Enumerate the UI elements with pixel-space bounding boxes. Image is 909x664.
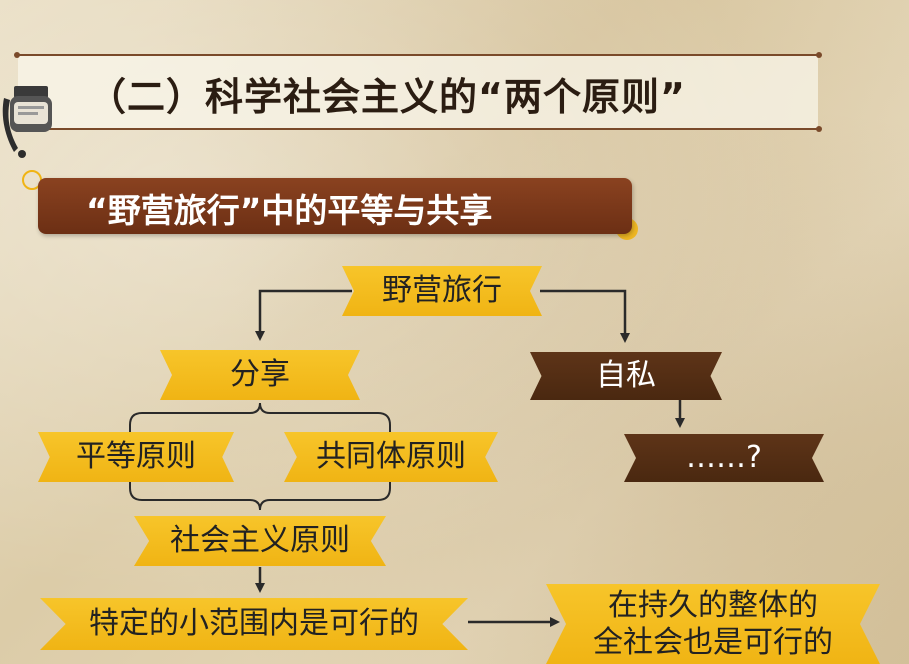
ink-bottle-icon bbox=[2, 86, 52, 158]
node-unknown: ……? bbox=[624, 434, 824, 482]
node-equality: 平等原则 bbox=[38, 432, 234, 482]
node-feasible-small: 特定的小范围内是可行的 bbox=[40, 598, 468, 650]
node-feasible-whole-line2: 全社会也是可行的 bbox=[593, 625, 833, 660]
node-community: 共同体原则 bbox=[284, 432, 498, 482]
node-sharing: 分享 bbox=[160, 350, 360, 400]
node-camping: 野营旅行 bbox=[342, 266, 542, 316]
node-equality-label: 平等原则 bbox=[76, 439, 196, 475]
node-feasible-small-label: 特定的小范围内是可行的 bbox=[89, 606, 419, 642]
bracket-principles-to-socialism bbox=[129, 480, 391, 511]
node-feasible-whole-line1: 在持久的整体的 bbox=[608, 587, 818, 623]
node-community-label: 共同体原则 bbox=[316, 439, 466, 475]
node-feasible-whole: 在持久的整体的 全社会也是可行的 bbox=[546, 584, 880, 664]
node-unknown-label: ……? bbox=[686, 440, 762, 476]
node-selfish: 自私 bbox=[530, 352, 722, 400]
node-camping-label: 野营旅行 bbox=[382, 273, 502, 309]
node-sharing-label: 分享 bbox=[230, 357, 290, 393]
banner-corner-dot bbox=[816, 126, 822, 132]
node-selfish-label: 自私 bbox=[596, 358, 656, 394]
node-socialism: 社会主义原则 bbox=[134, 516, 386, 566]
arrow-camping-to-sharing bbox=[255, 289, 352, 341]
title-banner: （二）科学社会主义的“两个原则” bbox=[14, 52, 822, 132]
subtitle-text: “野营旅行”中的平等与共享 bbox=[86, 191, 493, 230]
page-title: （二）科学社会主义的“两个原则” bbox=[88, 75, 686, 119]
bracket-sharing-to-principles bbox=[129, 402, 391, 432]
node-socialism-label: 社会主义原则 bbox=[170, 523, 350, 559]
subtitle-bar: “野营旅行”中的平等与共享 bbox=[38, 178, 632, 234]
arrow-camping-to-selfish bbox=[540, 289, 630, 343]
